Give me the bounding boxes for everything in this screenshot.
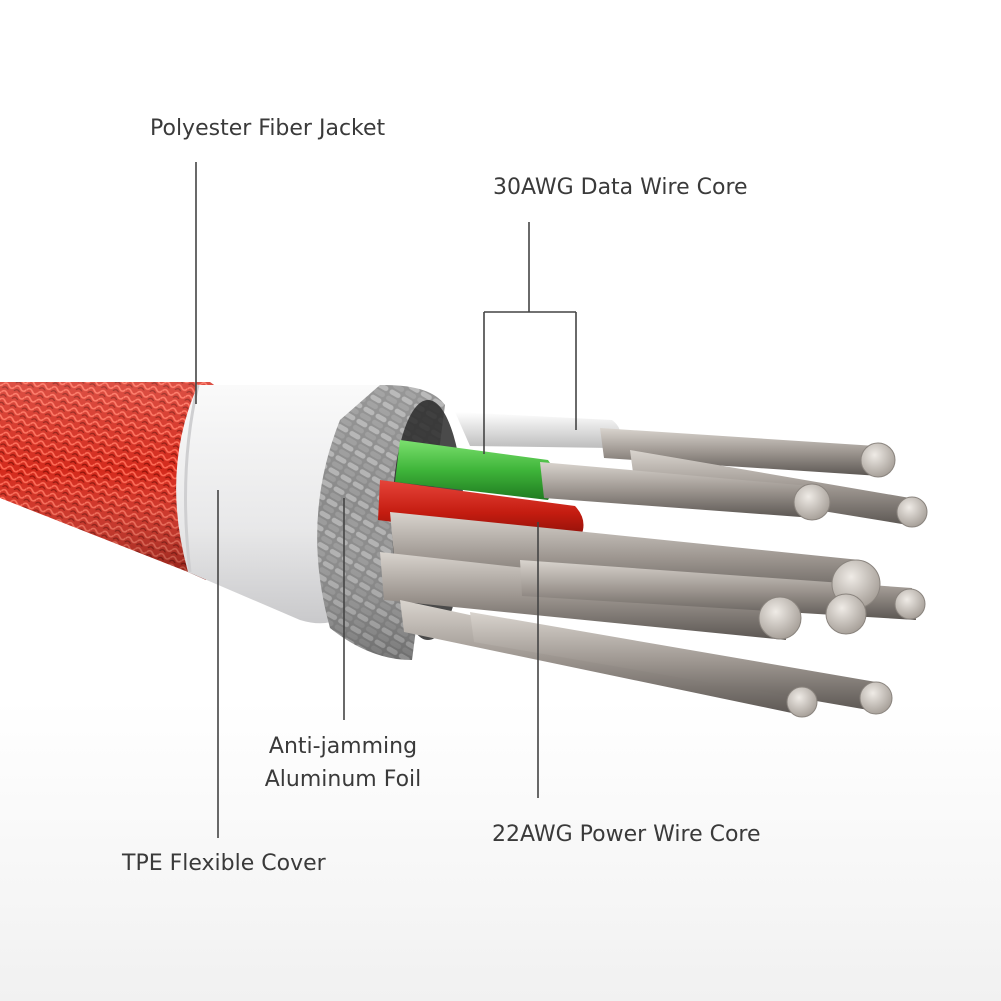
label-22awg-power-wire-core: 22AWG Power Wire Core bbox=[492, 822, 761, 847]
label-anti-jamming-aluminum-foil: Anti-jamming Aluminum Foil bbox=[258, 730, 428, 796]
strand-ends bbox=[758, 442, 928, 718]
data-wire-white bbox=[455, 412, 620, 448]
copper-strands bbox=[380, 428, 916, 716]
data-wire-green bbox=[395, 440, 555, 500]
label-tpe-flexible-cover: TPE Flexible Cover bbox=[122, 851, 326, 876]
label-foil-line1: Anti-jamming bbox=[268, 734, 418, 759]
leader-lines bbox=[195, 162, 577, 838]
label-foil-line2: Aluminum Foil bbox=[264, 767, 422, 792]
polyester-jacket bbox=[0, 382, 232, 580]
label-30awg-data-wire-core: 30AWG Data Wire Core bbox=[493, 175, 748, 200]
label-polyester-fiber-jacket: Polyester Fiber Jacket bbox=[150, 116, 386, 141]
